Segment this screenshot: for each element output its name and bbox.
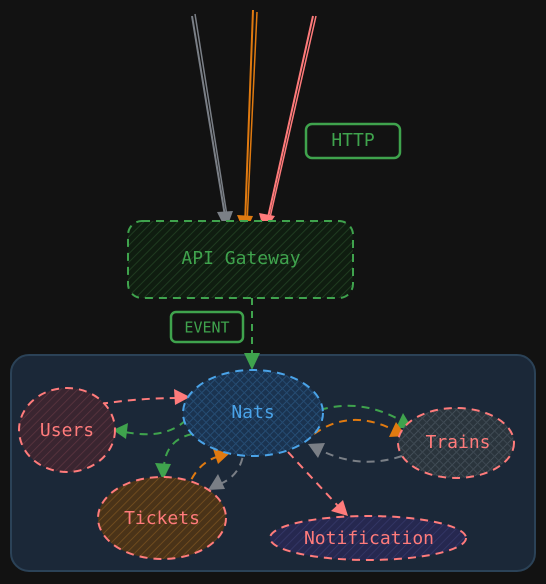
- gateway-to-nats-arrow: [244, 298, 260, 370]
- http-arrow-gray: [191, 13, 233, 230]
- api-gateway-label: API Gateway: [181, 248, 300, 269]
- trains-node: Trains: [397, 407, 515, 479]
- http-arrow-orange: [237, 9, 258, 234]
- nats-label: Nats: [231, 402, 274, 423]
- event-label: EVENT: [184, 319, 229, 337]
- trains-label: Trains: [425, 432, 490, 453]
- api-gateway-node: API Gateway: [127, 220, 354, 299]
- notification-label: Notification: [304, 528, 434, 549]
- trains-to-nats-arrow: [308, 443, 403, 463]
- users-label: Users: [40, 420, 94, 441]
- event-label-box: EVENT: [169, 310, 245, 344]
- users-node: Users: [18, 387, 116, 473]
- nats-to-notification-arrow: [287, 451, 348, 516]
- users-to-nats-arrow: [99, 389, 190, 405]
- nats-to-tickets-arrow: [155, 433, 193, 480]
- http-arrow-pink: [259, 15, 317, 232]
- nats-node: Nats: [182, 369, 324, 457]
- notification-node: Notification: [269, 515, 467, 561]
- tickets-node: Tickets: [97, 476, 227, 560]
- http-label: HTTP: [331, 130, 375, 151]
- http-label-box: HTTP: [304, 122, 402, 160]
- tickets-label: Tickets: [124, 508, 200, 529]
- nats-to-users-arrow: [113, 419, 187, 439]
